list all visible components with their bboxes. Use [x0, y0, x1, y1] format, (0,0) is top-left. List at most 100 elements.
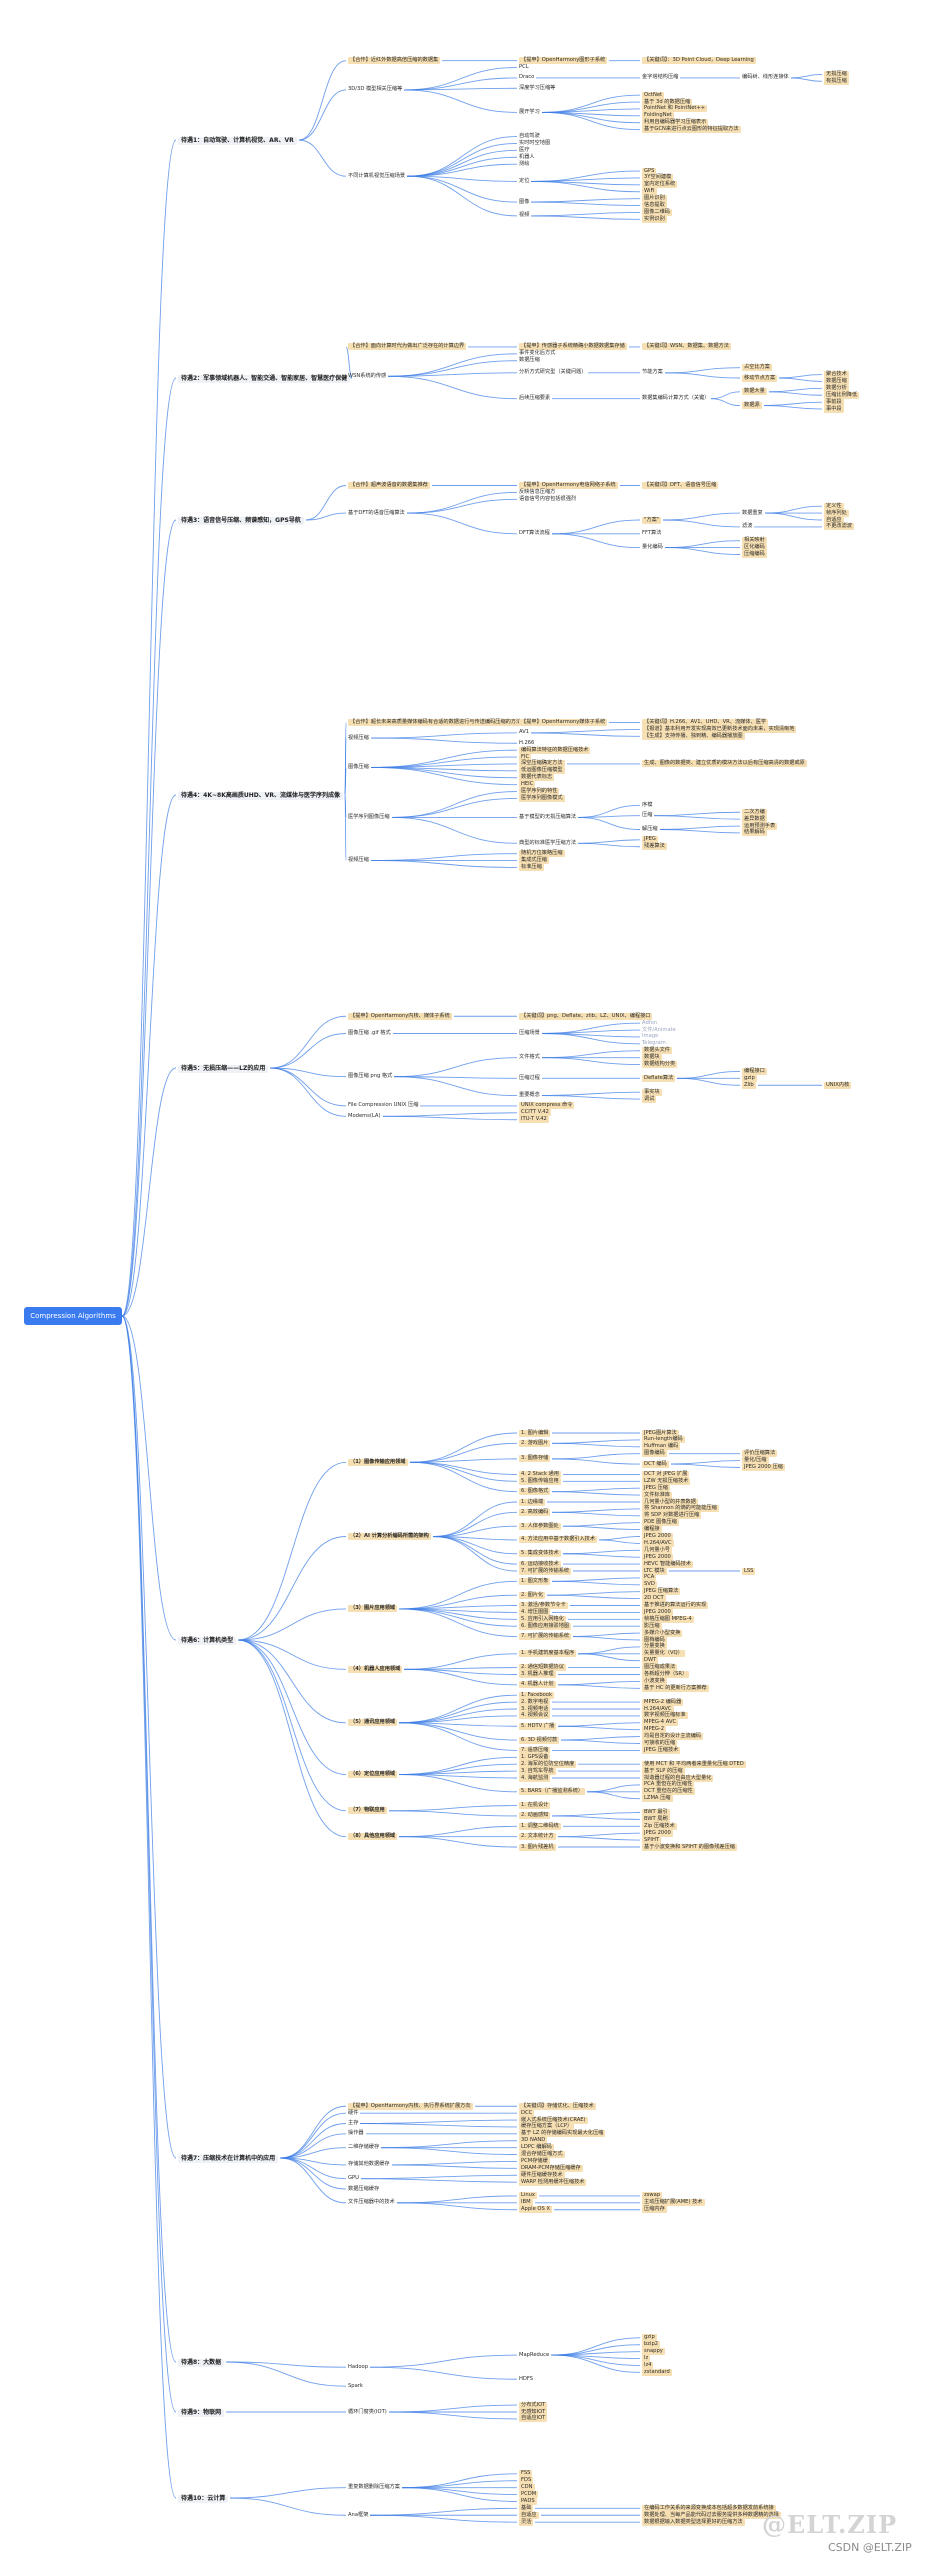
node-t7c2[interactable]: 缓存压缩方案（LCP） — [519, 2123, 575, 2131]
node-t1b2b[interactable]: 编码树、线形连接体 — [742, 74, 789, 81]
node-t1b2a[interactable]: 金字塔结构压缩 — [642, 74, 679, 81]
node-t5c[interactable]: 图像压缩 png 格式 — [348, 1073, 393, 1080]
node-t6e4[interactable]: 4. 视频会议 — [519, 1712, 551, 1720]
node-t3b3b[interactable]: FFT算法 — [642, 530, 662, 537]
node-t8a1a[interactable]: gzip — [642, 2334, 657, 2342]
node-t7e1[interactable]: 3D NAND — [519, 2137, 548, 2145]
node-t6d2a[interactable]: 图压缩成果法 — [642, 1664, 678, 1672]
node-t1b2c[interactable]: 无损压缩 — [824, 70, 849, 78]
node-t6c1a[interactable]: PCA — [642, 1574, 657, 1582]
node-t6a6b[interactable]: 文件标准库 — [642, 1491, 672, 1499]
node-t4d3b2[interactable]: 差异数据 — [742, 815, 767, 823]
node-t6d1[interactable]: 1. 手机建筑度基本程序 — [519, 1650, 577, 1658]
node-t6h[interactable]: （8）具他应用领域 — [348, 1833, 398, 1841]
node-t4d4a[interactable]: JPEG — [642, 836, 658, 844]
node-t6e2a[interactable]: MPEG-2 编码器 — [642, 1698, 684, 1706]
node-t7g[interactable]: GPU — [348, 2175, 359, 2182]
node-t6b[interactable]: （2）AI 计算分析编码所需的架构 — [348, 1533, 431, 1540]
node-t6d1c[interactable]: DWT — [642, 1657, 659, 1665]
node-t6b4b[interactable]: H.264/AVC — [642, 1539, 674, 1547]
node-t6b2a[interactable]: 将 Shannon 的熵的可能能压缩 — [642, 1505, 719, 1513]
node-t4c2[interactable]: FIC — [519, 753, 532, 761]
node-t6a2[interactable]: 2. 游戏图片 — [519, 1439, 551, 1447]
node-t9a2[interactable]: 无感知IOT — [519, 2408, 548, 2416]
node-t10b3[interactable]: 灵活 — [519, 2518, 534, 2526]
node-t6f5b[interactable]: DCT 重但在的压缩性 — [642, 1788, 695, 1796]
node-t2b4c[interactable]: 数据源 — [742, 402, 762, 410]
node-t3b2[interactable]: 语音信号内容包括很强烈 — [519, 495, 577, 502]
node-t6e5b[interactable]: MPEG-2 — [642, 1726, 667, 1734]
node-t6c4[interactable]: 4. 增压图图 — [519, 1608, 551, 1616]
node-t6e4a[interactable]: 数字视频压缩标准 — [642, 1712, 688, 1720]
node-t10b1[interactable]: 基础 — [519, 2504, 534, 2512]
node-t6d3a[interactable]: 各新超分辨（SR） — [642, 1671, 690, 1678]
node-t5c2a[interactable]: Deflate算法 — [642, 1074, 676, 1082]
node-t7e3[interactable]: 混合存储压缩方式 — [519, 2151, 565, 2159]
node-t4d3b[interactable]: 压缩 — [642, 812, 653, 819]
node-t6d[interactable]: （4）机器人应用领域 — [348, 1665, 403, 1673]
node-t5a1[interactable]: 【关键词】png、Deflate、zlib、LZ、UNIX、编程接口 — [519, 1012, 653, 1020]
node-t7c[interactable]: 主存 — [348, 2120, 359, 2126]
node-t6c1b[interactable]: SVD — [642, 1581, 657, 1589]
node-t6g2a[interactable]: BWT 最引 — [642, 1809, 670, 1816]
node-t6g1[interactable]: 1. 在机设计 — [519, 1802, 551, 1810]
node-t8a2[interactable]: HDFS — [519, 2375, 534, 2382]
node-t5a[interactable]: 【提申】OpenHarmony内核、媒体子系统 — [348, 1012, 452, 1020]
node-t9a[interactable]: 循环门窗类(IOT) — [348, 2408, 387, 2415]
node-t6a4[interactable]: 4. 2 Stack 通用 — [519, 1470, 561, 1478]
node-t10a2[interactable]: FDS — [519, 2477, 534, 2485]
node-t5b1c[interactable]: Image — [642, 1033, 659, 1040]
node-t4d3b1[interactable]: 二次方编 — [742, 808, 767, 816]
node-t1c6[interactable]: 定位 — [519, 177, 530, 184]
node-t3b3c1[interactable]: 相关映射 — [742, 537, 767, 545]
node-t6a3a1[interactable]: 评价压缩算法 — [742, 1450, 778, 1458]
node-t2b4b[interactable]: 数据大量 — [742, 388, 767, 396]
node-t6a2a[interactable]: Run-length编码 — [642, 1436, 685, 1444]
node-t2b2[interactable]: 数据压缩 — [519, 357, 540, 364]
node-t7i2[interactable]: IBM — [519, 2199, 533, 2207]
node-t6f4[interactable]: 4. 海航监测 — [519, 1774, 551, 1782]
node-t3b3a3[interactable]: 帧序列处 — [824, 509, 849, 517]
node-t10a1[interactable]: FSS — [519, 2470, 533, 2478]
node-t5c1b[interactable]: 数据块 — [642, 1054, 662, 1062]
node-t3b3[interactable]: DFT算法流程 — [519, 530, 550, 537]
node-t6e7a[interactable]: JPEG 压缩技术 — [642, 1746, 681, 1754]
node-t6a3[interactable]: 3. 图像存储 — [519, 1455, 551, 1463]
node-t1c6a[interactable]: GPS — [642, 167, 657, 175]
node-t3b3a[interactable]: "方案" — [642, 516, 662, 524]
node-t6a1a[interactable]: JPEG图片算法 — [642, 1429, 679, 1437]
node-t2b4b2[interactable]: 压缩比例降低 — [824, 391, 860, 399]
node-t5c3[interactable]: 重要概念 — [519, 1092, 540, 1099]
node-t8a1d[interactable]: lz — [642, 2355, 651, 2363]
node-t8a1[interactable]: MapReduce — [519, 2351, 550, 2358]
node-t7i3[interactable]: Apple OS X — [519, 2206, 552, 2214]
node-t6b2[interactable]: 2. 高效编码 — [519, 1508, 551, 1516]
node-t1a2[interactable]: 【关键词】：3D Point Cloud，Deep Learning — [642, 57, 756, 65]
node-t3b3a6[interactable]: 不更改滤波 — [824, 523, 854, 531]
node-t7c1[interactable]: 嵌入式系统压缩技术(CRAE) — [519, 2116, 588, 2124]
node-t3[interactable]: 待遇3：语音信号压缩、频谱感知，GPS导航 — [178, 516, 304, 525]
node-t3a2[interactable]: 【关键词】DFT、语音信号压缩 — [642, 482, 719, 489]
node-t4d3c2[interactable]: 结果解码 — [742, 829, 767, 837]
node-t6b1a[interactable]: 几何量小型的并表数据 — [642, 1498, 698, 1506]
node-t2[interactable]: 待遇2：军事领域机器人、智能交通、智能家居、智慧医疗保健 — [178, 374, 351, 383]
node-t6a6[interactable]: 6. 图像格式 — [519, 1488, 551, 1496]
node-t6b7a[interactable]: LTC 模块 — [642, 1567, 667, 1575]
node-t4b1[interactable]: AV1 — [519, 729, 530, 736]
node-t5e2[interactable]: ITU-T V.42 — [519, 1116, 549, 1124]
node-t7e2[interactable]: LDPC 编解码 — [519, 2144, 554, 2152]
node-t5b[interactable]: 图像压缩 .gif 格式 — [348, 1030, 391, 1036]
node-t6d4b[interactable]: 基于 HC 的更新行方案推荐 — [642, 1684, 709, 1692]
node-t5d1[interactable]: UNIX compress 命令 — [519, 1102, 575, 1110]
node-t10b2a[interactable]: 数据处理、当每产品能代码过去服务提供多种数据精的选择 — [642, 2511, 781, 2519]
node-t6c7a[interactable]: 多媒介小型变换 — [642, 1629, 683, 1637]
node-t8a1b[interactable]: bzip2 — [642, 2341, 661, 2349]
node-t6b6a[interactable]: HEVC 智能编码技术 — [642, 1560, 694, 1568]
node-t2b[interactable]: WSN系统的传感 — [348, 372, 387, 379]
node-t6f3[interactable]: 3. 自驾车导航 — [519, 1767, 556, 1775]
node-t6a5a[interactable]: LZW 无损压缩技术 — [642, 1477, 691, 1485]
node-t6f3a[interactable]: 基于 SLP 的压缩 — [642, 1767, 685, 1775]
node-t4e3[interactable]: 标准压缩 — [519, 863, 544, 871]
node-t6c4a[interactable]: JPEG 2000 — [642, 1608, 673, 1616]
node-t7g1[interactable]: 硬件压缩缓存技术 — [519, 2171, 565, 2179]
